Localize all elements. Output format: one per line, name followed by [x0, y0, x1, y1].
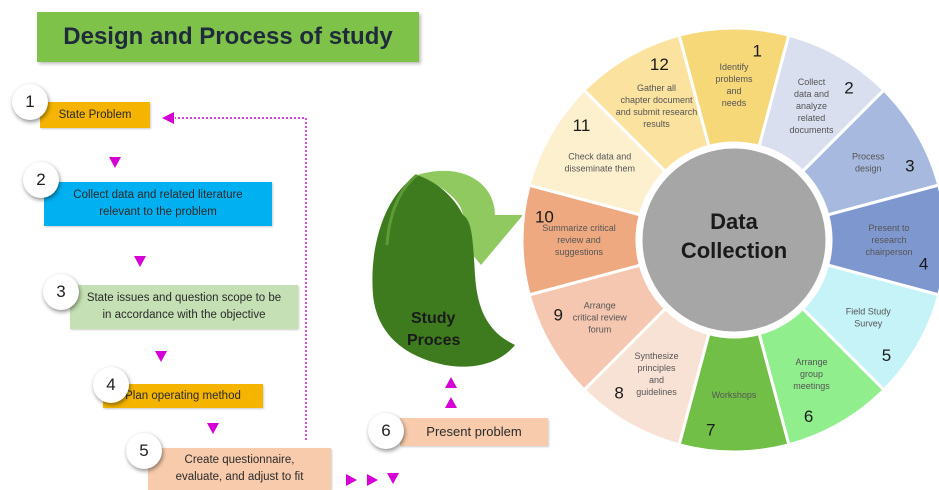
flow-arrow-3-4	[155, 351, 167, 362]
wheel-segment-3-number: 3	[905, 156, 914, 175]
title-banner: Design and Process of study	[37, 12, 419, 62]
step-5-label-line2: evaluate, and adjust to fit	[175, 471, 304, 483]
step-5-box: Create questionnaire, evaluate, and adju…	[148, 448, 331, 490]
step-3-label-line1: State issues and question scope to be	[86, 292, 282, 305]
step-5-label-line1: Create questionnaire,	[184, 454, 295, 467]
feedback-arrowhead	[162, 112, 174, 124]
page-title: Design and Process of study	[63, 23, 393, 50]
wheel-segment-9-number: 9	[553, 306, 562, 325]
step-2-box: Collect data and related literature rele…	[44, 182, 272, 226]
wheel-segment-10-number: 10	[535, 208, 554, 227]
step-6-number: 6	[368, 413, 404, 449]
wheel-center-label-line1: Data	[710, 209, 758, 234]
study-process-arrow: Study Proces	[372, 170, 523, 367]
flow-arrow-5-6-c	[387, 473, 399, 484]
wheel-segment-4-number: 4	[919, 254, 928, 273]
step-4-label: Plan operating method	[125, 389, 241, 402]
step-1-label: State Problem	[58, 108, 132, 121]
flow-arrow-5-6-b	[367, 474, 378, 486]
study-process-arrow-head	[417, 170, 523, 265]
wheel-segment-6-number: 6	[804, 407, 813, 426]
step-1-number: 1	[12, 84, 48, 120]
step-3-label-line2: in accordance with the objective	[102, 309, 266, 321]
study-process-arrow-shaft	[372, 175, 515, 367]
wheel-segment-8-number: 8	[614, 384, 623, 403]
step-6-box: Present problem	[400, 418, 548, 446]
wheel-segment-1-number: 1	[753, 41, 762, 60]
flow-arrow-6-up-b	[445, 377, 457, 388]
step-2-label-line2: relevant to the problem	[99, 206, 217, 218]
wheel-center-circle	[639, 145, 829, 335]
study-process-arrow-highlight	[385, 173, 418, 246]
step-6-label: Present problem	[426, 423, 522, 439]
step-3-box: State issues and question scope to be in…	[70, 285, 298, 329]
wheel-segment-7-number: 7	[706, 421, 715, 440]
wheel-center-label-line2: Collection	[681, 238, 787, 263]
step-2-number: 2	[23, 162, 59, 198]
wheel-segment-7-text: Workshops	[712, 390, 757, 400]
study-process-label-line1: Study	[411, 310, 456, 327]
step-3-number: 3	[43, 274, 79, 310]
feedback-dotted-line	[175, 117, 307, 440]
wheel-segment-12-number: 12	[650, 55, 669, 74]
study-process-label-line2: Proces	[407, 332, 460, 349]
flow-arrow-4-5	[207, 423, 219, 434]
step-4-box: Plan operating method	[103, 384, 263, 408]
flow-arrow-6-up-a	[445, 397, 457, 408]
step-5-number: 5	[126, 433, 162, 469]
step-2-label-line1: Collect data and related literature	[73, 189, 243, 202]
flow-arrow-5-6-a	[346, 474, 357, 486]
wheel-segment-5-number: 5	[882, 346, 891, 365]
step-1-box: State Problem	[40, 102, 150, 128]
wheel-segment-12	[581, 33, 711, 174]
flow-arrow-2-3	[134, 256, 146, 267]
flow-arrow-1-2	[109, 157, 121, 168]
wheel-segment-11-number: 11	[573, 116, 591, 135]
step-4-number: 4	[93, 367, 129, 403]
wheel-segment-2-number: 2	[844, 78, 853, 97]
